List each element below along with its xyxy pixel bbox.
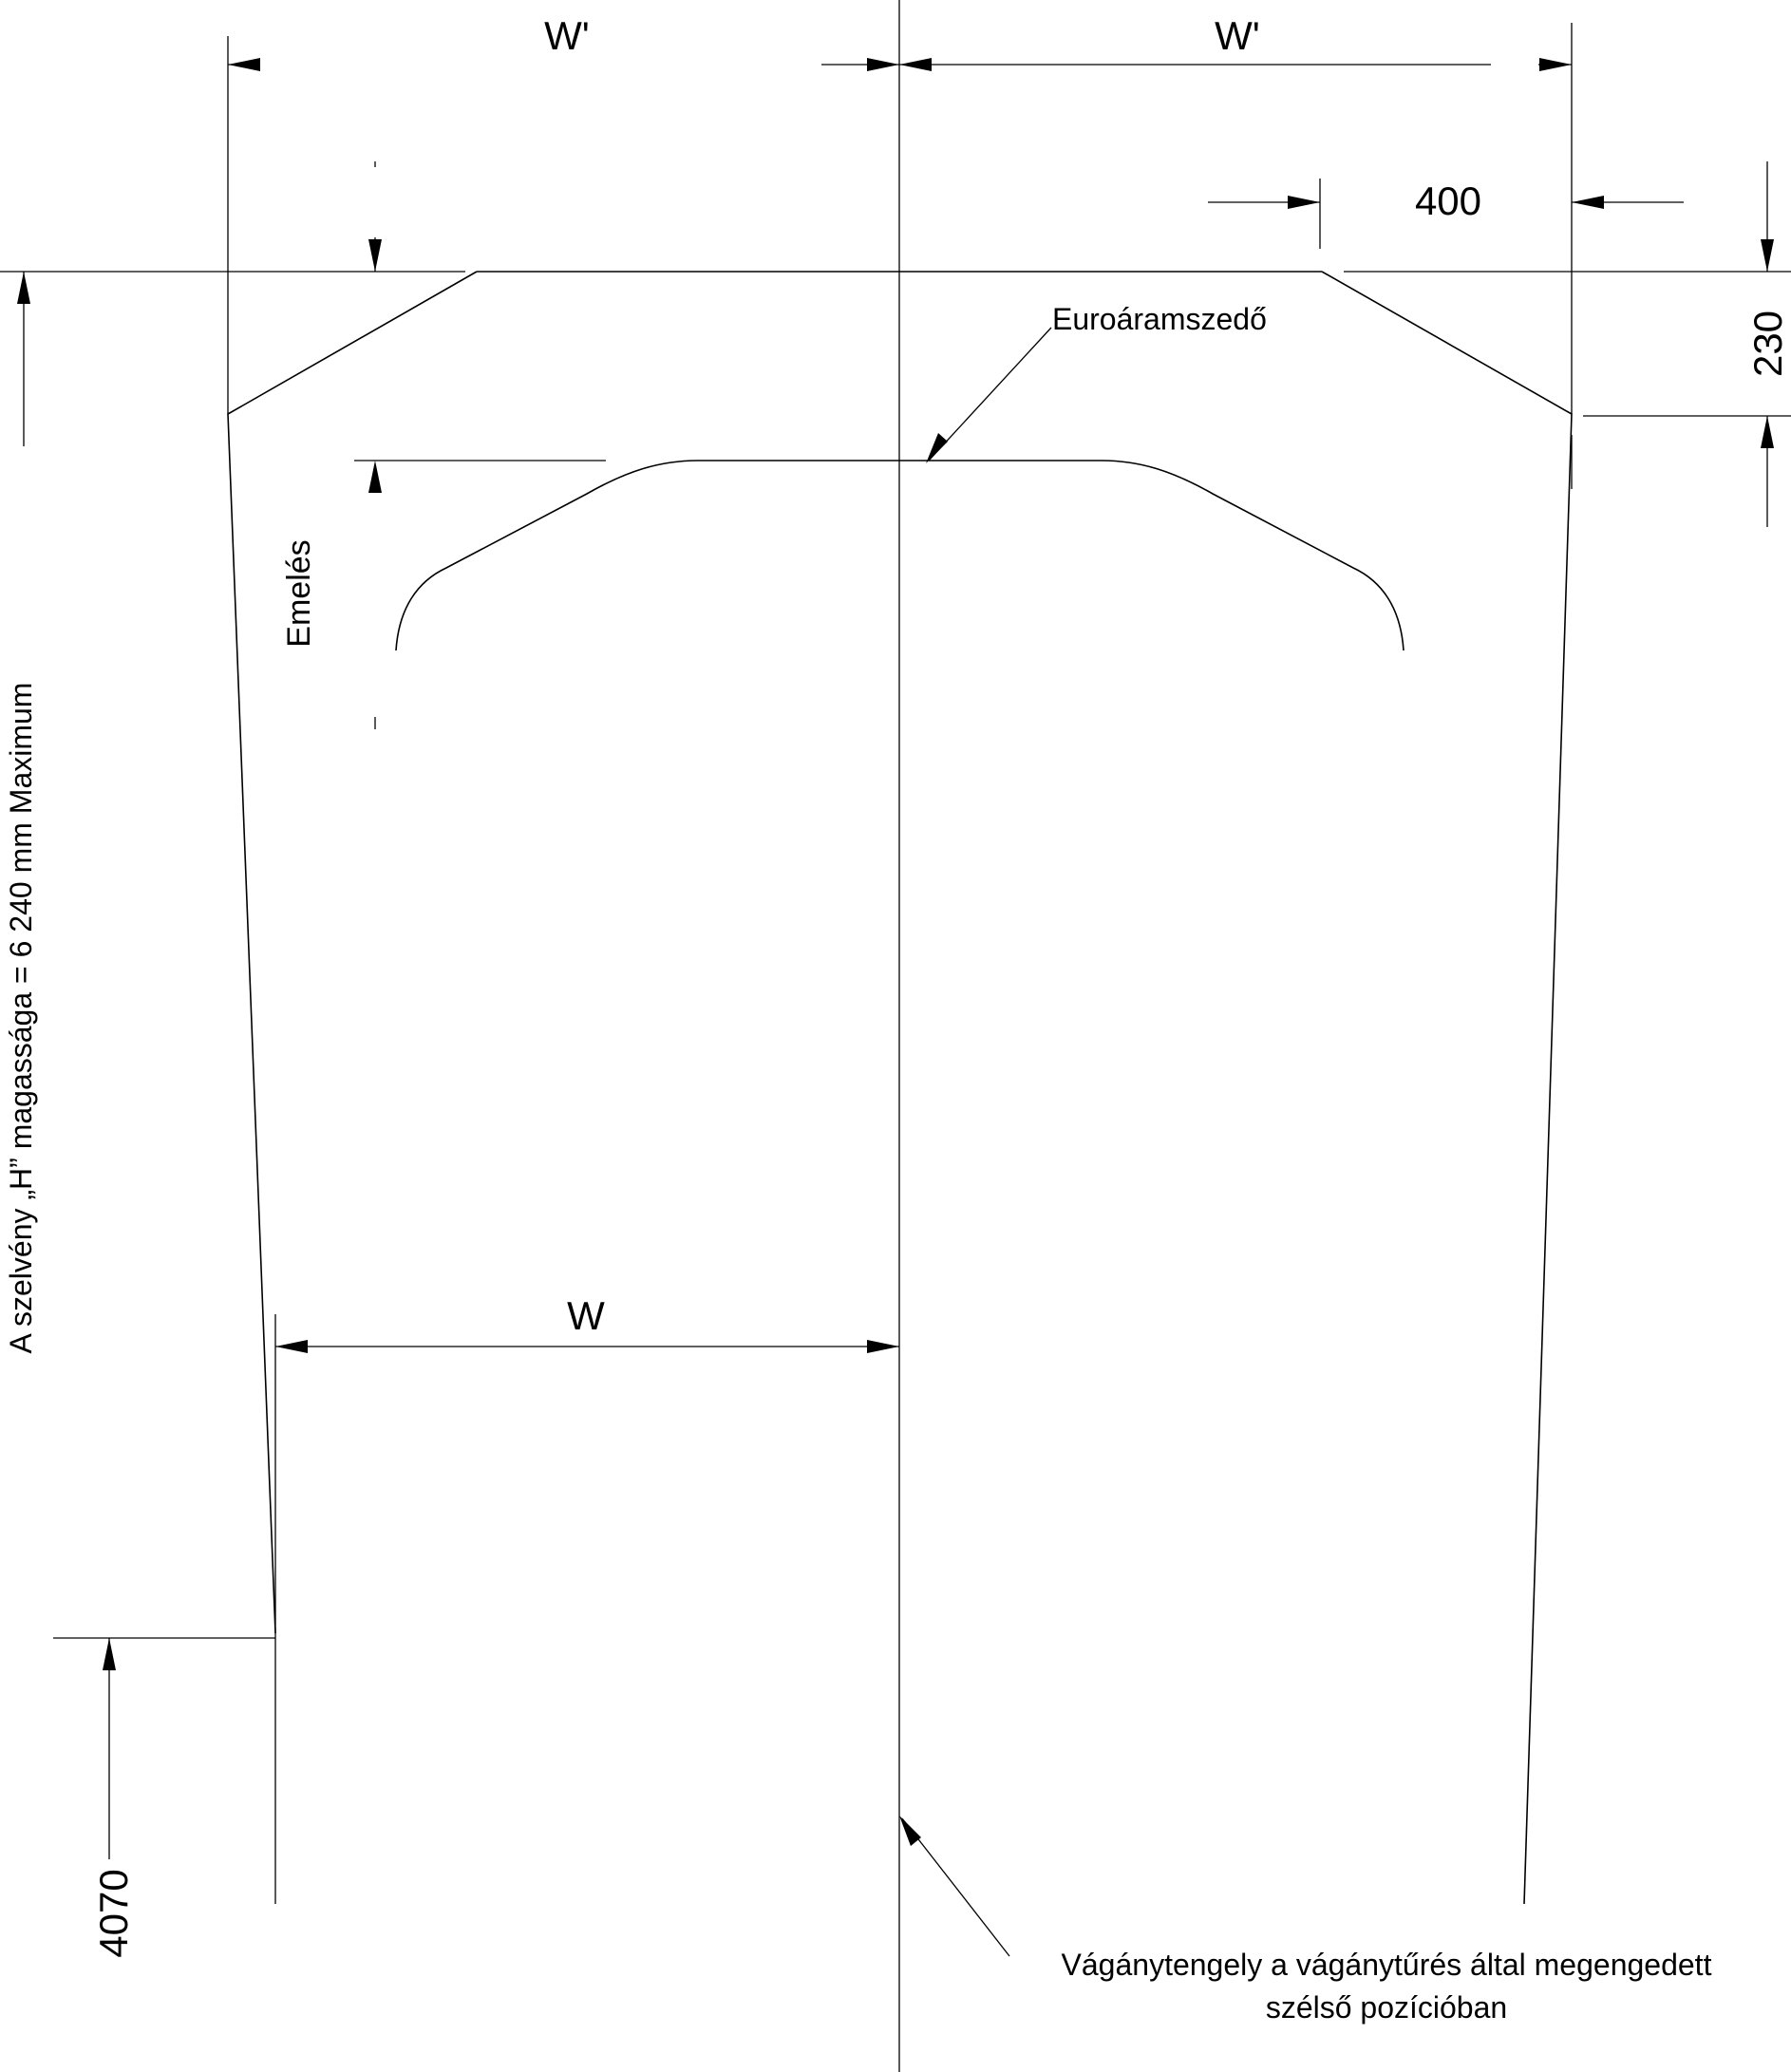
track-axis-leader xyxy=(901,1818,1010,1957)
dim-400-label: 400 xyxy=(1415,179,1481,223)
w-prime-right-arrow-left xyxy=(899,58,932,71)
dim-400-arrow-right xyxy=(1572,196,1604,209)
pantograph-leader xyxy=(928,327,1052,461)
lift-label: Emelés xyxy=(281,539,317,647)
w-prime-left-arrow-right xyxy=(867,58,899,71)
w-arrow-left xyxy=(275,1340,308,1353)
track-axis-note-line1: Vágánytengely a vágánytűrés által megeng… xyxy=(1062,1948,1712,1982)
w-prime-right-arrow-right xyxy=(1539,58,1572,71)
gauge-outline-left xyxy=(227,271,478,1634)
w-prime-left-label: W' xyxy=(544,13,590,58)
gauge-outline-right xyxy=(1321,271,1573,1905)
w-prime-left-arrow-left xyxy=(228,58,260,71)
lift-arrow-bottom xyxy=(368,461,382,493)
dim-230-arrow-top xyxy=(1761,239,1774,272)
w-prime-right-label: W' xyxy=(1215,13,1260,58)
dim-230-arrow-bottom xyxy=(1761,416,1774,448)
w-arrow-right xyxy=(867,1340,899,1353)
height-arrow xyxy=(17,272,30,304)
dim-230-label: 230 xyxy=(1745,311,1790,377)
w-label: W xyxy=(567,1293,605,1338)
dim-4070-arrow xyxy=(103,1638,116,1670)
lift-arrow-top xyxy=(368,239,382,272)
track-axis-leader-arrow xyxy=(899,1816,921,1846)
pantograph-profile xyxy=(395,460,1405,651)
pantograph-leader-arrow xyxy=(926,433,948,463)
dim-400-arrow-left xyxy=(1288,196,1320,209)
dim-4070-label: 4070 xyxy=(91,1869,136,1957)
height-note: A szelvény „H” magassága = 6 240 mm Maxi… xyxy=(4,683,38,1354)
track-axis-note-line2: szélső pozícióban xyxy=(1266,1990,1507,2025)
pantograph-label: Euroáramszedő xyxy=(1052,302,1267,336)
